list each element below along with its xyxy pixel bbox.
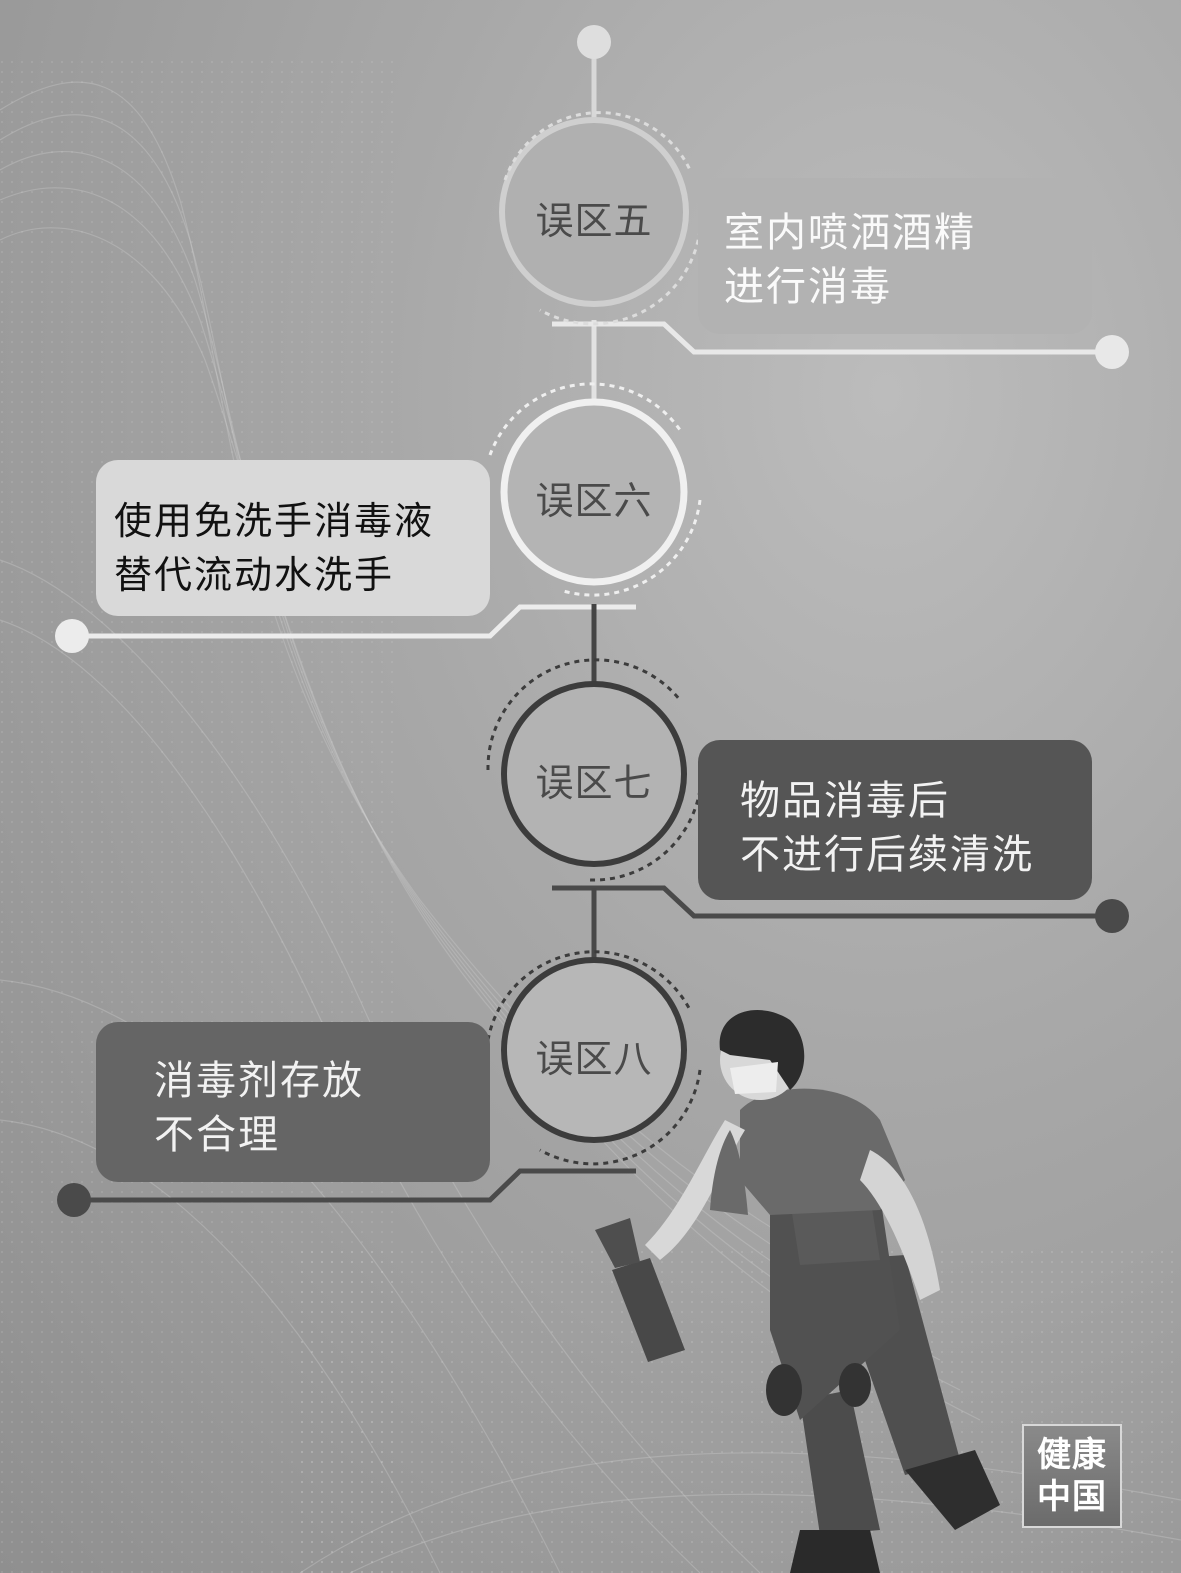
timeline-node-5 (499, 111, 702, 326)
timeline-badge-5: 误区五 (535, 199, 653, 243)
myth-text-line: 不进行后续清洗 (740, 832, 1034, 878)
myth-text-line: 替代流动水洗手 (114, 553, 395, 597)
myth-text-line: 消毒剂存放 (154, 1058, 364, 1104)
logo-line-1: 健康 (1037, 1435, 1107, 1475)
timeline-badge-8: 误区八 (535, 1037, 653, 1081)
myth-card-8: 消毒剂存放 不合理 (96, 1022, 490, 1182)
myth-text-line: 进行消毒 (724, 264, 892, 310)
person-spraying-disinfectant-illustration (595, 1010, 1000, 1573)
timeline-badge-6: 误区六 (535, 479, 653, 523)
timeline-node-7 (486, 658, 702, 882)
timeline-node-6 (488, 382, 702, 597)
logo-line-2: 中国 (1037, 1477, 1107, 1517)
health-china-logo: 健康 中国 (1022, 1424, 1122, 1528)
myth-card-5: 室内喷洒酒精 进行消毒 (698, 178, 1092, 334)
timeline-badge-7: 误区七 (535, 761, 653, 805)
myth-text-line: 室内喷洒酒精 (724, 210, 976, 256)
myth-text-line: 物品消毒后 (740, 778, 950, 824)
timeline-node-8 (486, 950, 702, 1166)
myth-card-6: 使用免洗手消毒液 替代流动水洗手 (96, 460, 490, 616)
myth-text-line: 使用免洗手消毒液 (114, 499, 435, 543)
myth-card-7: 物品消毒后 不进行后续清洗 (698, 740, 1092, 900)
myth-text-line: 不合理 (154, 1112, 280, 1158)
